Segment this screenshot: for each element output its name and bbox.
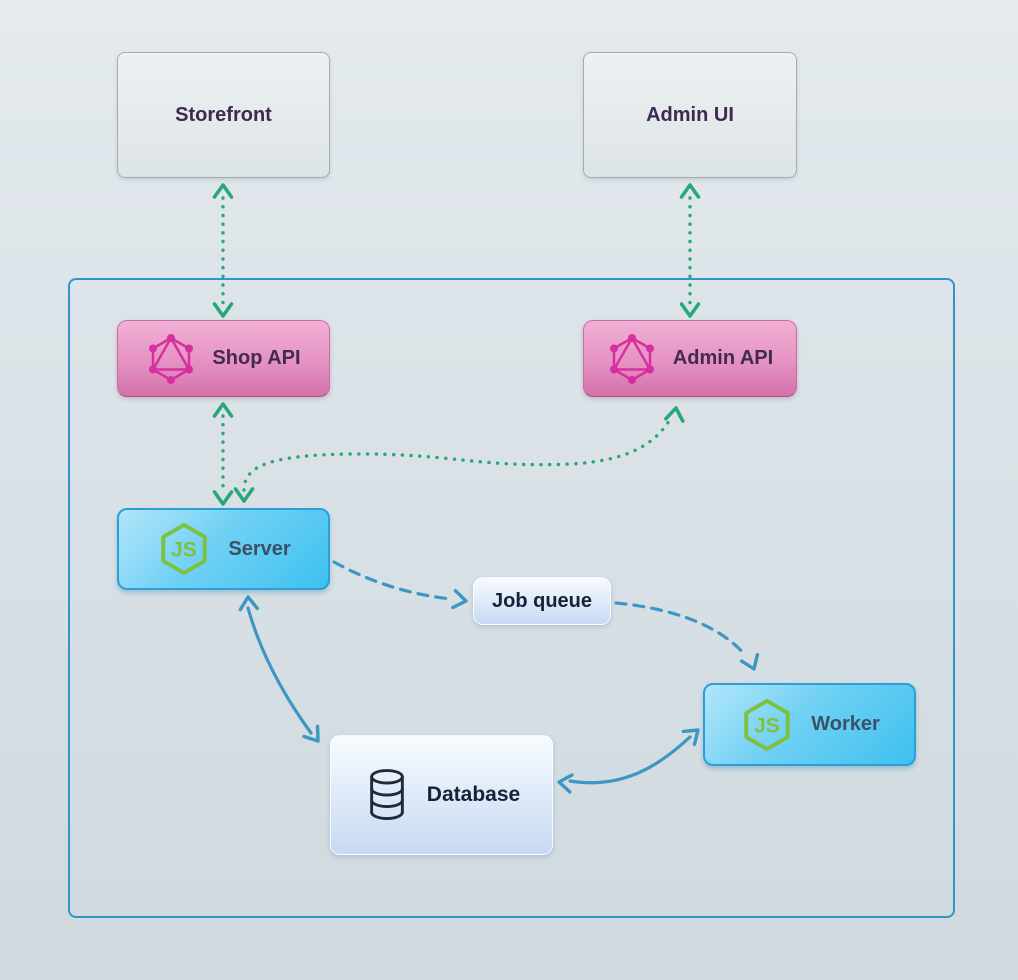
- database-icon: [363, 765, 411, 825]
- node-shop-api: Shop API: [117, 320, 330, 397]
- node-label: Storefront: [175, 103, 272, 126]
- node-admin-ui: Admin UI: [583, 52, 797, 178]
- node-storefront: Storefront: [117, 52, 330, 178]
- node-label: Job queue: [491, 589, 592, 612]
- svg-text:JS: JS: [171, 537, 197, 561]
- node-label: Server: [228, 537, 291, 560]
- node-server: JS Server: [117, 508, 330, 590]
- svg-text:JS: JS: [754, 713, 780, 737]
- node-label: Admin UI: [646, 103, 734, 126]
- node-admin-api: Admin API: [583, 320, 797, 397]
- node-worker: JS Worker: [703, 683, 916, 766]
- services-container-box: [68, 278, 955, 918]
- graphql-icon: [607, 333, 657, 384]
- node-label: Admin API: [672, 347, 774, 369]
- node-label: Worker: [811, 713, 880, 735]
- node-database: Database: [330, 735, 553, 855]
- node-job-queue: Job queue: [473, 577, 611, 625]
- nodejs-icon: JS: [739, 697, 795, 753]
- node-label: Shop API: [212, 347, 301, 369]
- node-label: Database: [426, 783, 521, 806]
- nodejs-icon: JS: [156, 521, 212, 577]
- graphql-icon: [146, 333, 196, 384]
